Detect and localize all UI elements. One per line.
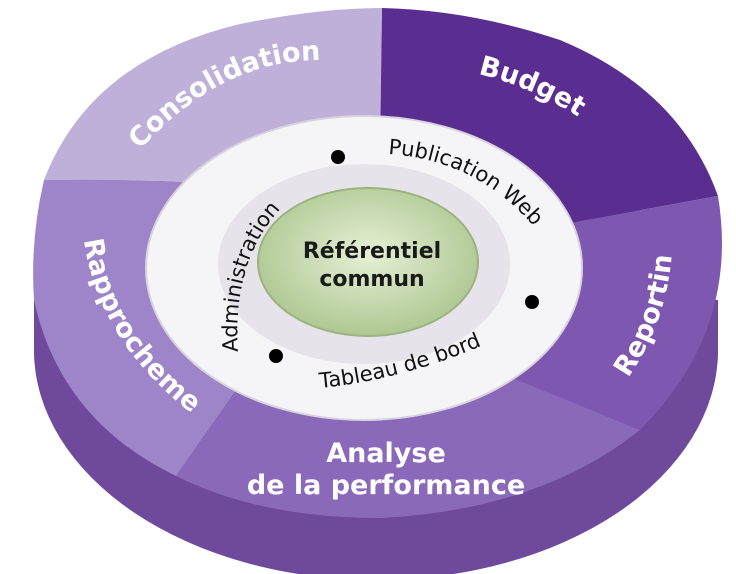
label-analyse-line1: Analyse — [326, 438, 446, 469]
center-line2: commun — [319, 267, 424, 292]
segment-budget[interactable] — [380, 8, 718, 230]
label-analyse-line2: de la performance — [247, 470, 525, 501]
bullet-1 — [331, 150, 345, 164]
segment-rapprochement[interactable] — [33, 179, 250, 476]
center-line1: Référentiel — [303, 239, 441, 264]
bullet-2 — [525, 295, 539, 309]
center-hub — [257, 187, 479, 337]
bullet-3 — [269, 349, 283, 363]
